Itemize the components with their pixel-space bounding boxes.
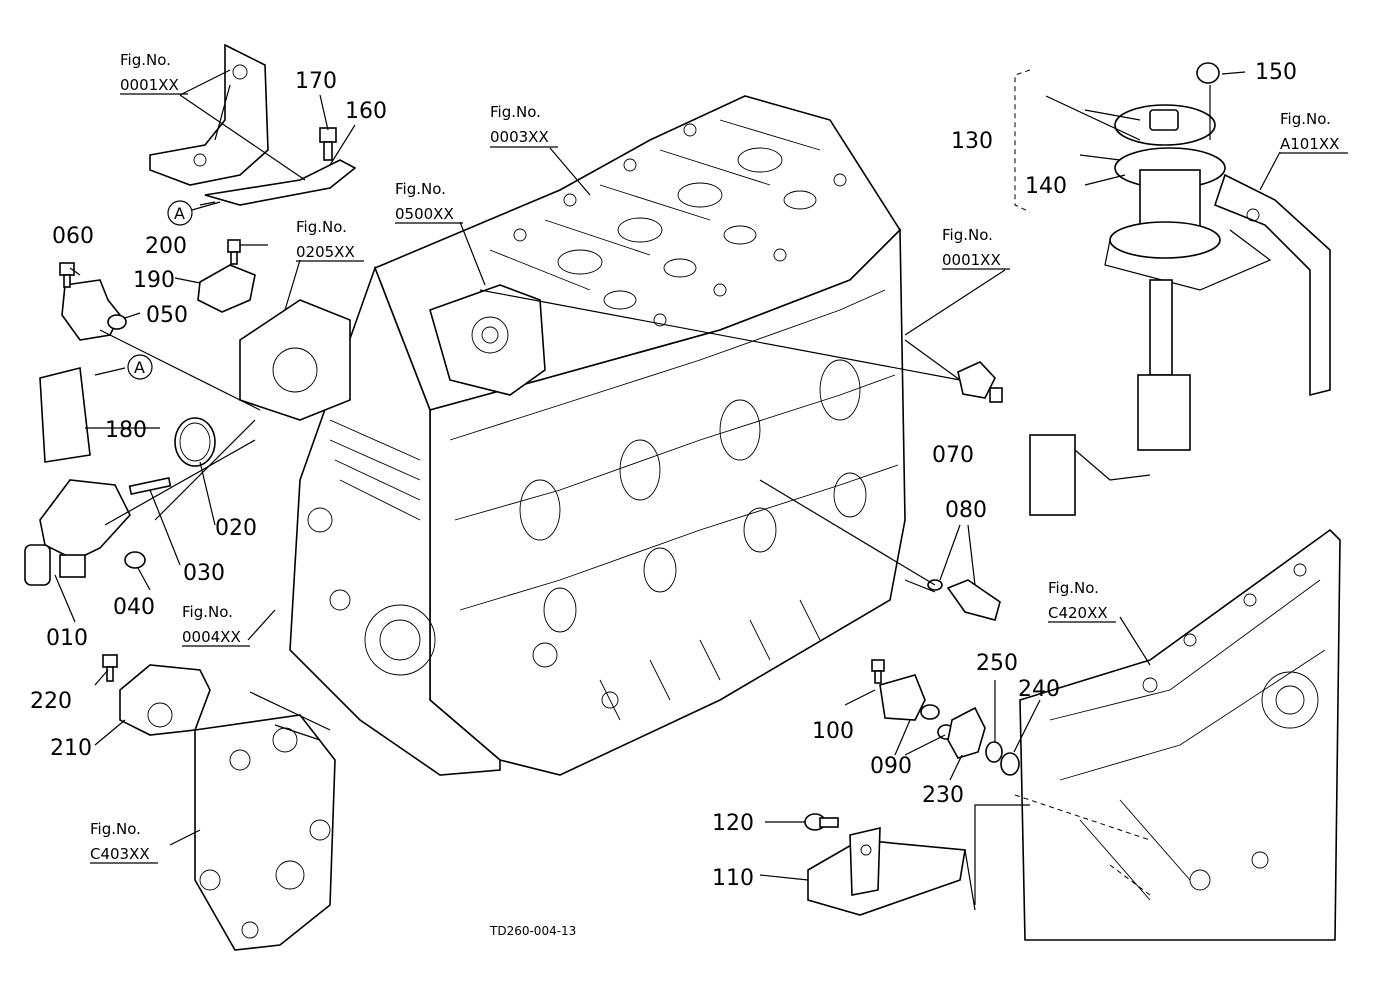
figref-0500: 0500XX <box>395 205 454 223</box>
sensor-050 <box>59 262 127 341</box>
sensor-190 <box>197 239 256 313</box>
label-220: 220 <box>30 689 72 714</box>
label-150: 150 <box>1255 60 1297 85</box>
figref-0001-top: 0001XX <box>120 76 179 94</box>
label-110: 110 <box>712 866 754 891</box>
plate-160 <box>204 159 357 206</box>
leader-lines <box>54 69 1281 911</box>
figref-0205: 0205XX <box>296 243 355 261</box>
sensor-070 <box>957 361 1003 403</box>
label-020: 020 <box>215 516 257 541</box>
figref-label-c420: Fig.No. <box>1048 579 1099 597</box>
bracket-top-left <box>149 43 269 186</box>
label-240: 240 <box>1018 677 1060 702</box>
stud-030 <box>128 476 172 496</box>
figure-references: Fig.No. 0001XX Fig.No. 0003XX Fig.No. 05… <box>90 51 1348 864</box>
plate-110 <box>807 826 966 916</box>
frame-a101 <box>1214 173 1331 397</box>
engine-block <box>239 95 906 776</box>
bolt-150 <box>1196 62 1220 84</box>
label-140: 140 <box>1025 174 1067 199</box>
label-080: 080 <box>945 498 987 523</box>
label-230: 230 <box>922 783 964 808</box>
figref-0004: 0004XX <box>182 628 241 646</box>
figref-label-0003: Fig.No. <box>490 103 541 121</box>
figref-label-0500: Fig.No. <box>395 180 446 198</box>
label-210: 210 <box>50 736 92 761</box>
transmission-case-c420 <box>1019 528 1341 941</box>
figref-0003: 0003XX <box>490 128 549 146</box>
label-050: 050 <box>146 303 188 328</box>
label-100: 100 <box>812 719 854 744</box>
figref-label-c403: Fig.No. <box>90 820 141 838</box>
svg-text:A: A <box>134 358 145 377</box>
figref-label-a101: Fig.No. <box>1280 110 1331 128</box>
housing-c403 <box>194 714 336 951</box>
label-170: 170 <box>295 69 337 94</box>
gasket-230 <box>947 706 986 759</box>
label-160: 160 <box>345 99 387 124</box>
ring-240 <box>1000 752 1020 776</box>
svg-text:A: A <box>174 204 185 223</box>
label-120: 120 <box>712 811 754 836</box>
drawing-code: TD260-004-13 <box>489 924 576 938</box>
o-ring-020 <box>174 417 216 467</box>
figref-c420: C420XX <box>1048 604 1108 622</box>
figref-label-0205: Fig.No. <box>296 218 347 236</box>
ring-250 <box>985 741 1003 763</box>
label-180: 180 <box>105 418 147 443</box>
figref-a101: A101XX <box>1280 135 1339 153</box>
label-060: 060 <box>52 224 94 249</box>
callout-a-top: A <box>167 200 221 226</box>
bolt-170 <box>319 127 337 161</box>
nut-040 <box>124 551 146 569</box>
fuel-sender-unit <box>1029 104 1272 516</box>
label-070: 070 <box>932 443 974 468</box>
label-040: 040 <box>113 595 155 620</box>
label-030: 030 <box>183 561 225 586</box>
callout-a-mid: A <box>127 354 153 380</box>
sensor-080 <box>927 579 1001 621</box>
sensor-090 <box>871 659 955 740</box>
bracket-130 <box>1014 69 1031 213</box>
figref-label-0001-right: Fig.No. <box>942 226 993 244</box>
label-090: 090 <box>870 754 912 779</box>
actuator-010 <box>24 479 131 586</box>
label-130: 130 <box>951 129 993 154</box>
figref-label-0001-top: Fig.No. <box>120 51 171 69</box>
sensor-210 <box>102 654 211 736</box>
label-200: 200 <box>145 234 187 259</box>
label-010: 010 <box>46 626 88 651</box>
label-190: 190 <box>133 268 175 293</box>
figref-label-0004: Fig.No. <box>182 603 233 621</box>
bolt-120 <box>804 813 839 831</box>
figref-c403: C403XX <box>90 845 150 863</box>
cover-180 <box>39 367 91 463</box>
figref-0001-right: 0001XX <box>942 251 1001 269</box>
part-labels: 010 020 030 040 050 060 070 080 090 100 … <box>30 60 1297 891</box>
label-250: 250 <box>976 651 1018 676</box>
